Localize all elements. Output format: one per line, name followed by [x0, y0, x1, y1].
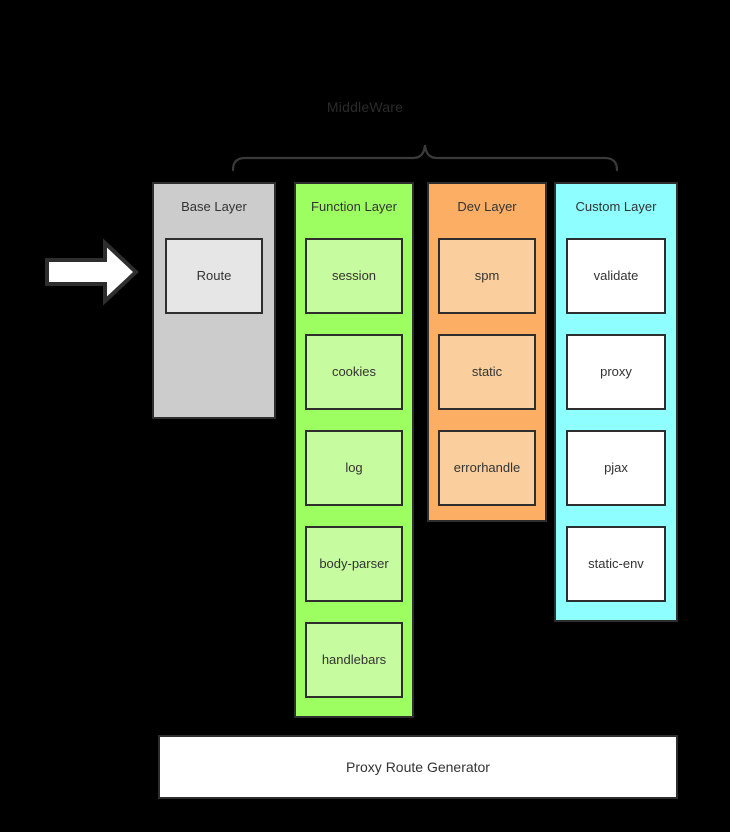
- layer-column-dev[interactable]: Dev Layer spm static errorhandle: [427, 182, 547, 522]
- layer-item-log[interactable]: log: [305, 430, 403, 506]
- layer-title-custom: Custom Layer: [575, 199, 657, 214]
- layer-title-function: Function Layer: [311, 199, 397, 214]
- layer-item-session[interactable]: session: [305, 238, 403, 314]
- layer-column-base[interactable]: Base Layer Route: [152, 182, 276, 419]
- proxy-route-generator-bar[interactable]: Proxy Route Generator: [158, 735, 678, 799]
- layer-column-function[interactable]: Function Layer session cookies log body-…: [294, 182, 414, 718]
- layer-item-body-parser[interactable]: body-parser: [305, 526, 403, 602]
- layer-item-handlebars[interactable]: handlebars: [305, 622, 403, 698]
- layer-items-base: Route: [154, 238, 274, 334]
- layer-item-route[interactable]: Route: [165, 238, 263, 314]
- middleware-title: MiddleWare: [326, 99, 404, 115]
- layer-title-base: Base Layer: [181, 199, 247, 214]
- layer-items-function: session cookies log body-parser handleba…: [296, 238, 412, 718]
- layer-items-dev: spm static errorhandle: [429, 238, 545, 526]
- layer-item-errorhandle[interactable]: errorhandle: [438, 430, 536, 506]
- layer-column-custom[interactable]: Custom Layer validate proxy pjax static-…: [554, 182, 678, 622]
- layer-item-static[interactable]: static: [438, 334, 536, 410]
- layer-item-validate[interactable]: validate: [566, 238, 666, 314]
- request-arrow-icon: [45, 238, 139, 306]
- layer-item-cookies[interactable]: cookies: [305, 334, 403, 410]
- layer-item-spm[interactable]: spm: [438, 238, 536, 314]
- layer-title-dev: Dev Layer: [457, 199, 517, 214]
- layer-item-pjax[interactable]: pjax: [566, 430, 666, 506]
- layer-items-custom: validate proxy pjax static-env: [556, 238, 676, 622]
- layer-item-proxy[interactable]: proxy: [566, 334, 666, 410]
- middleware-brace: [231, 144, 619, 172]
- layer-item-static-env[interactable]: static-env: [566, 526, 666, 602]
